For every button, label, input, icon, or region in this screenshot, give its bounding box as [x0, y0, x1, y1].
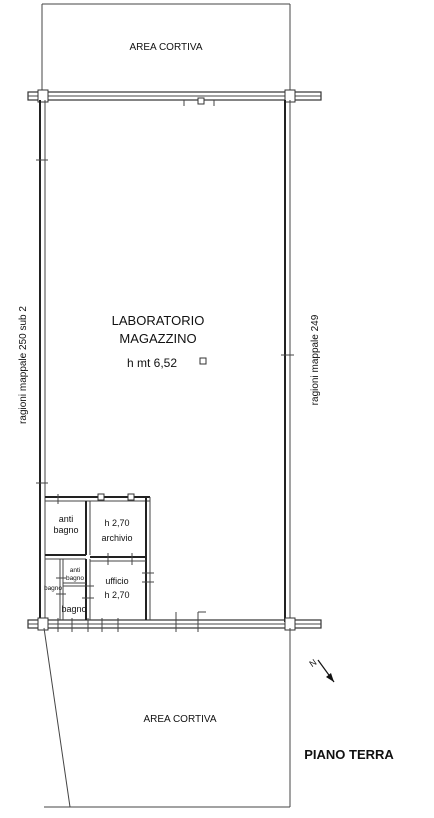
floor-title: PIANO TERRA [304, 747, 394, 762]
main-room-name-line1: LABORATORIO [112, 313, 205, 328]
north-arrow-icon: N [307, 657, 335, 683]
anti-bagno-small-label-line2: bagno [66, 575, 84, 582]
pillar-marker [199, 357, 207, 365]
main-room-name-line2: MAGAZZINO [119, 331, 196, 346]
service-block: anti bagno h 2,70 archivio anti bagno ba… [44, 493, 154, 620]
neighbor-left-label: ragioni mappale 250 sub 2 [18, 306, 29, 424]
archivio-label: archivio [101, 533, 132, 543]
ufficio-height-label: h 2,70 [104, 590, 129, 600]
archivio-height-label: h 2,70 [104, 518, 129, 528]
bagno-small-label: bagno [44, 585, 62, 592]
neighbor-right-label: ragioni mappale 249 [310, 314, 321, 405]
ufficio-label: ufficio [105, 576, 128, 586]
building-walls [27, 89, 322, 632]
bottom-courtyard: AREA CORTIVA [43, 627, 291, 808]
main-hall: LABORATORIO MAGAZZINO h mt 6,52 [112, 313, 207, 370]
anti-bagno-label-line1: anti [59, 514, 74, 524]
area-cortiva-bottom-label: AREA CORTIVA [144, 714, 217, 725]
area-cortiva-top-label: AREA CORTIVA [130, 42, 203, 53]
north-label: N [307, 657, 318, 669]
anti-bagno-small-label-line1: anti [70, 567, 80, 574]
main-room-height: h mt 6,52 [127, 356, 177, 370]
bagno-label: bagno [61, 604, 86, 614]
anti-bagno-label-line2: bagno [53, 525, 78, 535]
top-courtyard: AREA CORTIVA [41, 3, 291, 92]
